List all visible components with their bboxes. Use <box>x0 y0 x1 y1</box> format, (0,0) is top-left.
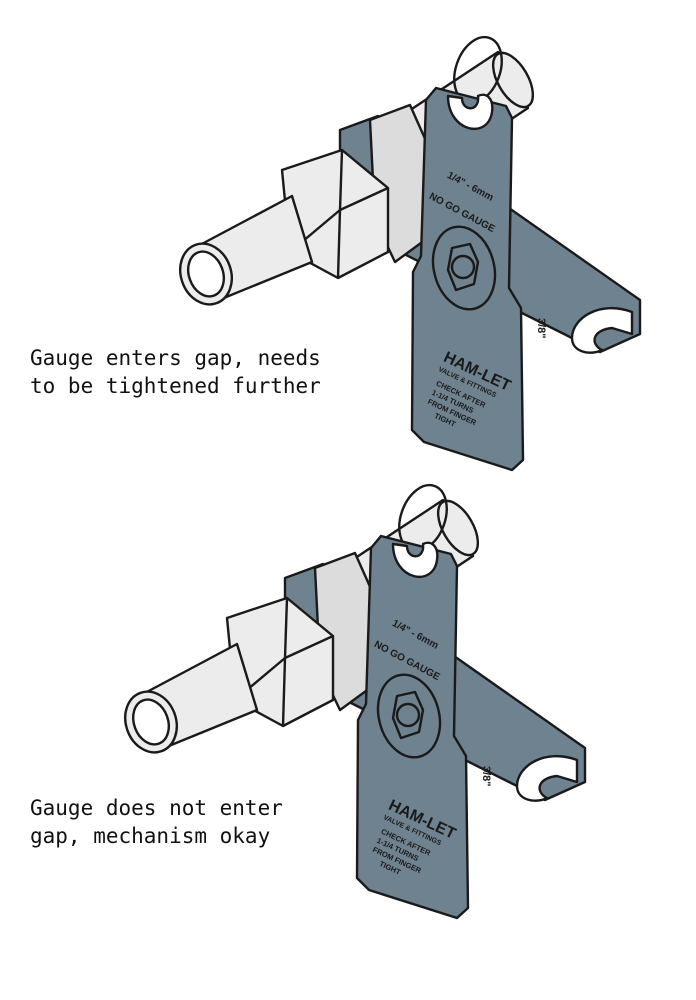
caption-line-2: gap, mechanism okay <box>30 824 270 848</box>
scene-not-tightened: 1/4" - 6mm NO GO GAUGE HAM-LET VALVE & F… <box>30 29 642 472</box>
caption-line-2: to be tightened further <box>30 374 321 398</box>
scene-tightened: 1/4" - 6mm NO GO GAUGE HAM-LET VALVE & F… <box>115 477 587 920</box>
bar-size-text: 3/8" <box>480 766 492 787</box>
caption-line-1: Gauge does not enter <box>30 796 283 820</box>
caption-line-1: Gauge enters gap, needs <box>30 346 321 370</box>
bar-size-text: 3/8" <box>535 318 547 339</box>
fitting-with-gauge <box>115 477 587 920</box>
fitting-with-gauge <box>170 29 642 472</box>
